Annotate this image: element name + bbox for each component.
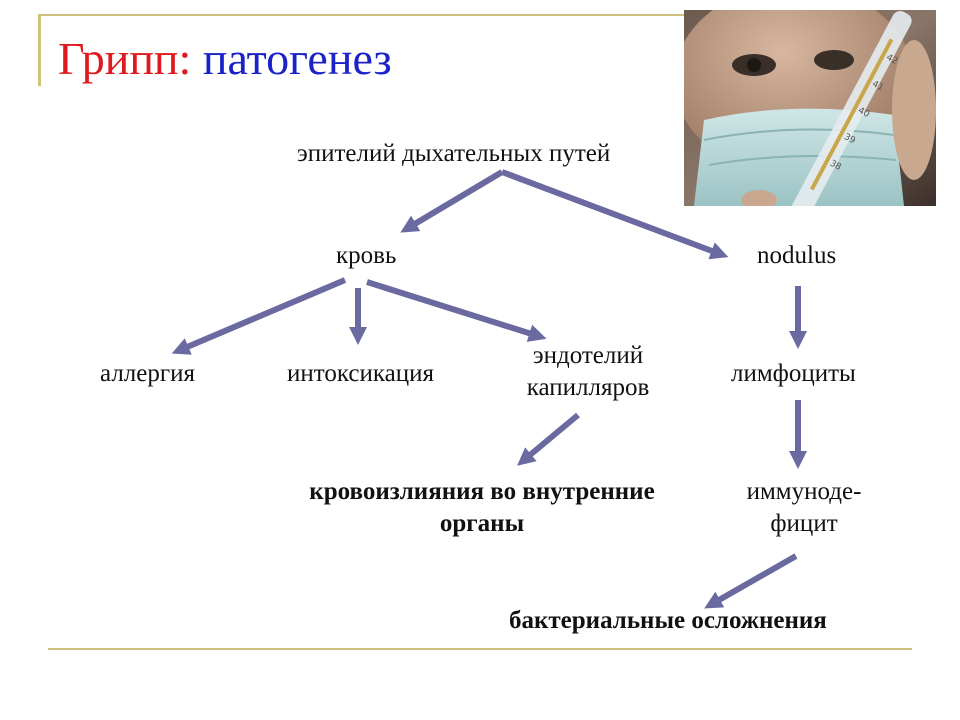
node-bacterial: бактериальные осложнения [509,607,827,634]
arrow-blood-to-allergy [171,277,347,355]
thermometer-photo: 42 41 40 39 38 [684,10,936,206]
node-immuno-line-2: фицит [770,510,838,537]
arrow-epithelium-to-blood [400,169,504,233]
bottom-rule [48,648,912,650]
node-endothelium: эндотелий капилляров [510,340,666,404]
node-lymphocytes: лимфоциты [731,360,856,387]
node-immunodeficiency: иммуноде- фицит [730,476,878,540]
svg-text:41: 41 [870,79,885,93]
title-part-1: Грипп: [58,33,192,84]
svg-text:40: 40 [856,106,871,120]
node-endothelium-line-2: капилляров [526,374,650,401]
svg-text:38: 38 [828,159,843,173]
arrow-epithelium-to-nodulus [500,169,729,260]
node-hemorrhage: кровоизлияния во внутренние органы [278,476,686,540]
title-part-2: патогенез [202,33,392,84]
node-blood: кровь [336,242,397,269]
node-hemorrhage-line-1: кровоизлияния во внутренние [309,478,655,505]
node-nodulus: nodulus [757,242,837,269]
node-endothelium-line-1: эндотелий [532,342,644,369]
node-allergy: аллергия [100,360,195,387]
svg-text:39: 39 [842,132,857,146]
slide-title: Грипп: патогенез [58,36,392,82]
arrow-blood-to-endothelium [366,279,547,342]
left-accent-line [38,14,41,86]
node-hemorrhage-line-2: органы [439,510,525,537]
thermometer-photo-icon: 42 41 40 39 38 [684,10,936,206]
svg-text:42: 42 [884,53,899,67]
node-immuno-line-1: иммуноде- [746,478,862,505]
top-rule [38,14,688,16]
node-epithelium: эпителий дыхательных путей [297,140,611,167]
node-intoxication: интоксикация [287,360,434,387]
arrow-endothelium-to-hemorrhage [517,412,580,466]
arrow-immuno-to-bacterial [704,553,798,609]
